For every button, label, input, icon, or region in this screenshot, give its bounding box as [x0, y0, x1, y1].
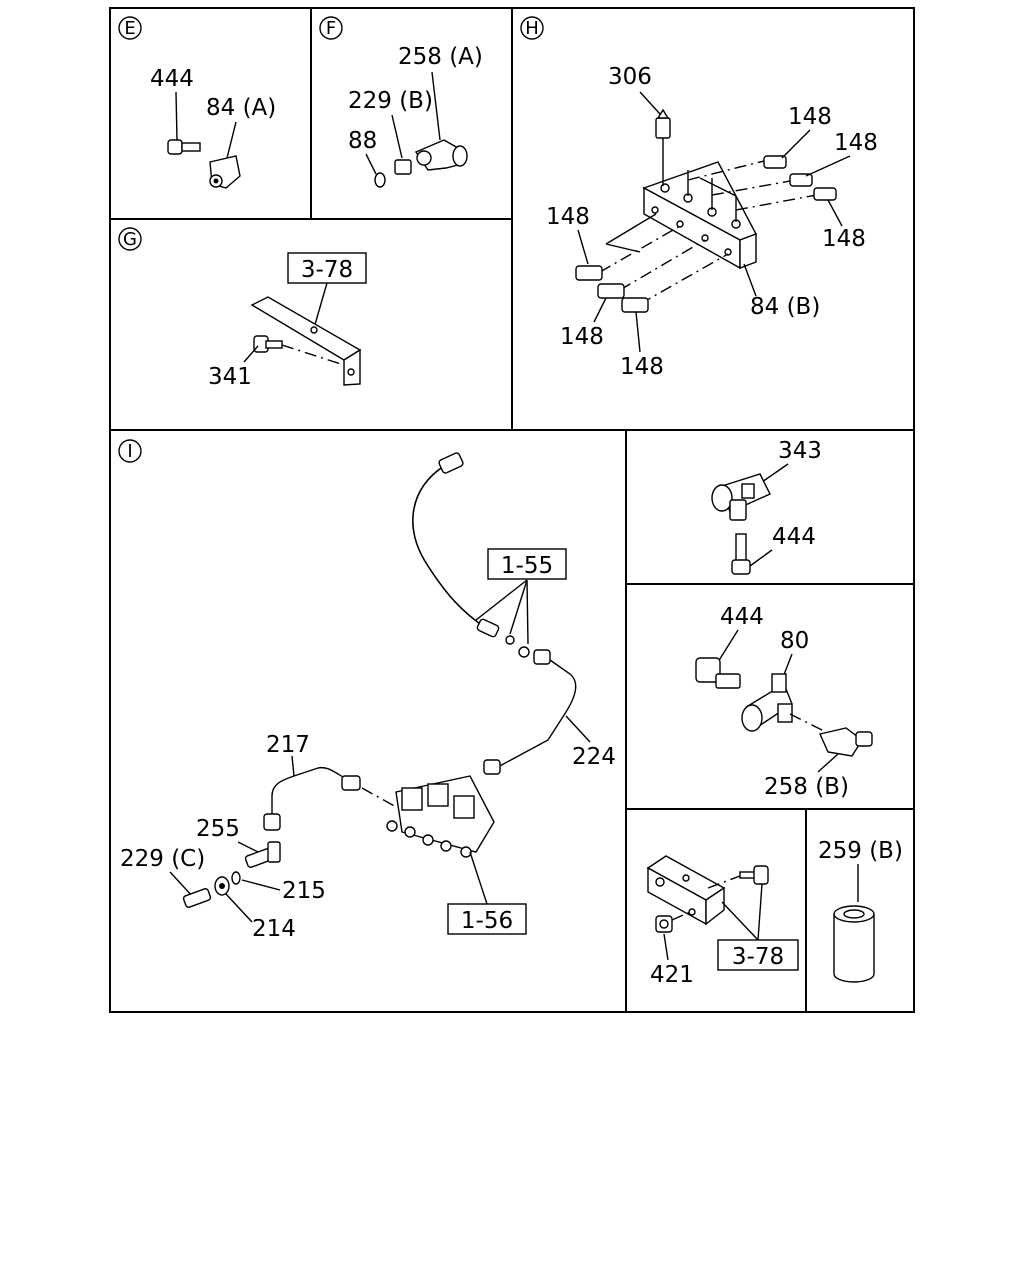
label-255: 255: [196, 816, 240, 842]
pipe-224-part: [483, 649, 577, 775]
bolt-444-part: [695, 657, 741, 689]
label-259b: 259 (B): [818, 838, 903, 864]
panel-frames: [109, 7, 915, 1013]
bolt-341-part: [253, 335, 283, 353]
label-214: 214: [252, 916, 296, 942]
valve-block-part: [386, 775, 495, 858]
nut-421-part: [655, 915, 673, 933]
label-258b: 258 (B): [764, 774, 849, 800]
panel-343: 343 444: [711, 438, 822, 575]
panel-80: 444 80 258 (B): [695, 604, 873, 800]
label-444-80: 444: [720, 604, 764, 630]
sleeve-259b-part: [833, 905, 875, 983]
label-88: 88: [348, 128, 377, 154]
label-258a: 258 (A): [398, 44, 483, 70]
label-343: 343: [778, 438, 822, 464]
elbow-258b-part: [819, 727, 873, 757]
label-444: 444: [150, 66, 194, 92]
tee-80-part: [741, 673, 793, 732]
panel-letter-e: E: [118, 16, 142, 40]
bolt-444-vertical: [731, 533, 751, 575]
label-229b: 229 (B): [348, 88, 433, 114]
manifold-block-part: [642, 161, 757, 270]
label-444-343: 444: [772, 524, 816, 550]
panel-letter-i: I: [118, 439, 142, 463]
label-80: 80: [780, 628, 809, 654]
svg-text:H: H: [525, 18, 539, 39]
label-84a: 84 (A): [206, 95, 276, 121]
panel-e: E 444 84 (A): [118, 16, 276, 189]
panel-i: I 1-55 224 217: [118, 439, 616, 942]
label-148-b: 148: [834, 130, 878, 156]
label-3-78-421: 3-78: [732, 944, 784, 970]
label-217: 217: [266, 732, 310, 758]
bolt-part: [167, 139, 201, 155]
panel-h: H 306 148 148 148 148 148 148 84 (B): [520, 16, 878, 380]
label-148-a: 148: [788, 104, 832, 130]
panel-g: G 3-78 341: [118, 227, 367, 390]
label-148-f: 148: [620, 354, 664, 380]
nipple-229c-part: [182, 888, 212, 908]
plug-306-part: [655, 108, 671, 186]
panel-letter-h: H: [520, 16, 544, 40]
elbow-fitting-part: [209, 155, 241, 189]
bracket-421-part: [646, 855, 726, 926]
bolt-3-78-part: [739, 865, 769, 885]
panel-421: 3-78 421: [646, 855, 799, 988]
nipple-fittings-left: [575, 265, 649, 313]
label-84b: 84 (B): [750, 294, 820, 320]
pipe-217-part: [263, 766, 361, 831]
label-148-c: 148: [546, 204, 590, 230]
svg-text:G: G: [123, 229, 137, 250]
bracket-part: [250, 296, 362, 386]
label-1-56: 1-56: [461, 908, 513, 934]
flex-hose-part: [412, 452, 530, 658]
label-224: 224: [572, 744, 616, 770]
svg-text:I: I: [127, 441, 132, 462]
label-148-d: 148: [822, 226, 866, 252]
panel-letter-f: F: [319, 16, 343, 40]
label-1-55: 1-55: [501, 553, 553, 579]
svg-text:E: E: [124, 18, 135, 39]
label-421: 421: [650, 962, 694, 988]
nipple-fittings-right: [763, 155, 837, 201]
panel-f: F 258 (A) 229 (B) 88: [319, 16, 483, 188]
label-148-e: 148: [560, 324, 604, 350]
panel-letter-g: G: [118, 227, 142, 251]
tee-343-part: [711, 473, 771, 521]
label-341: 341: [208, 364, 252, 390]
label-3-78-g: 3-78: [301, 257, 353, 283]
label-229c: 229 (C): [120, 846, 205, 872]
label-215: 215: [282, 878, 326, 904]
panel-259: 259 (B): [818, 838, 903, 983]
elbow-258a-part: [414, 139, 468, 171]
label-306: 306: [608, 64, 652, 90]
elbow-255-part: [244, 841, 281, 868]
svg-text:F: F: [326, 18, 336, 39]
